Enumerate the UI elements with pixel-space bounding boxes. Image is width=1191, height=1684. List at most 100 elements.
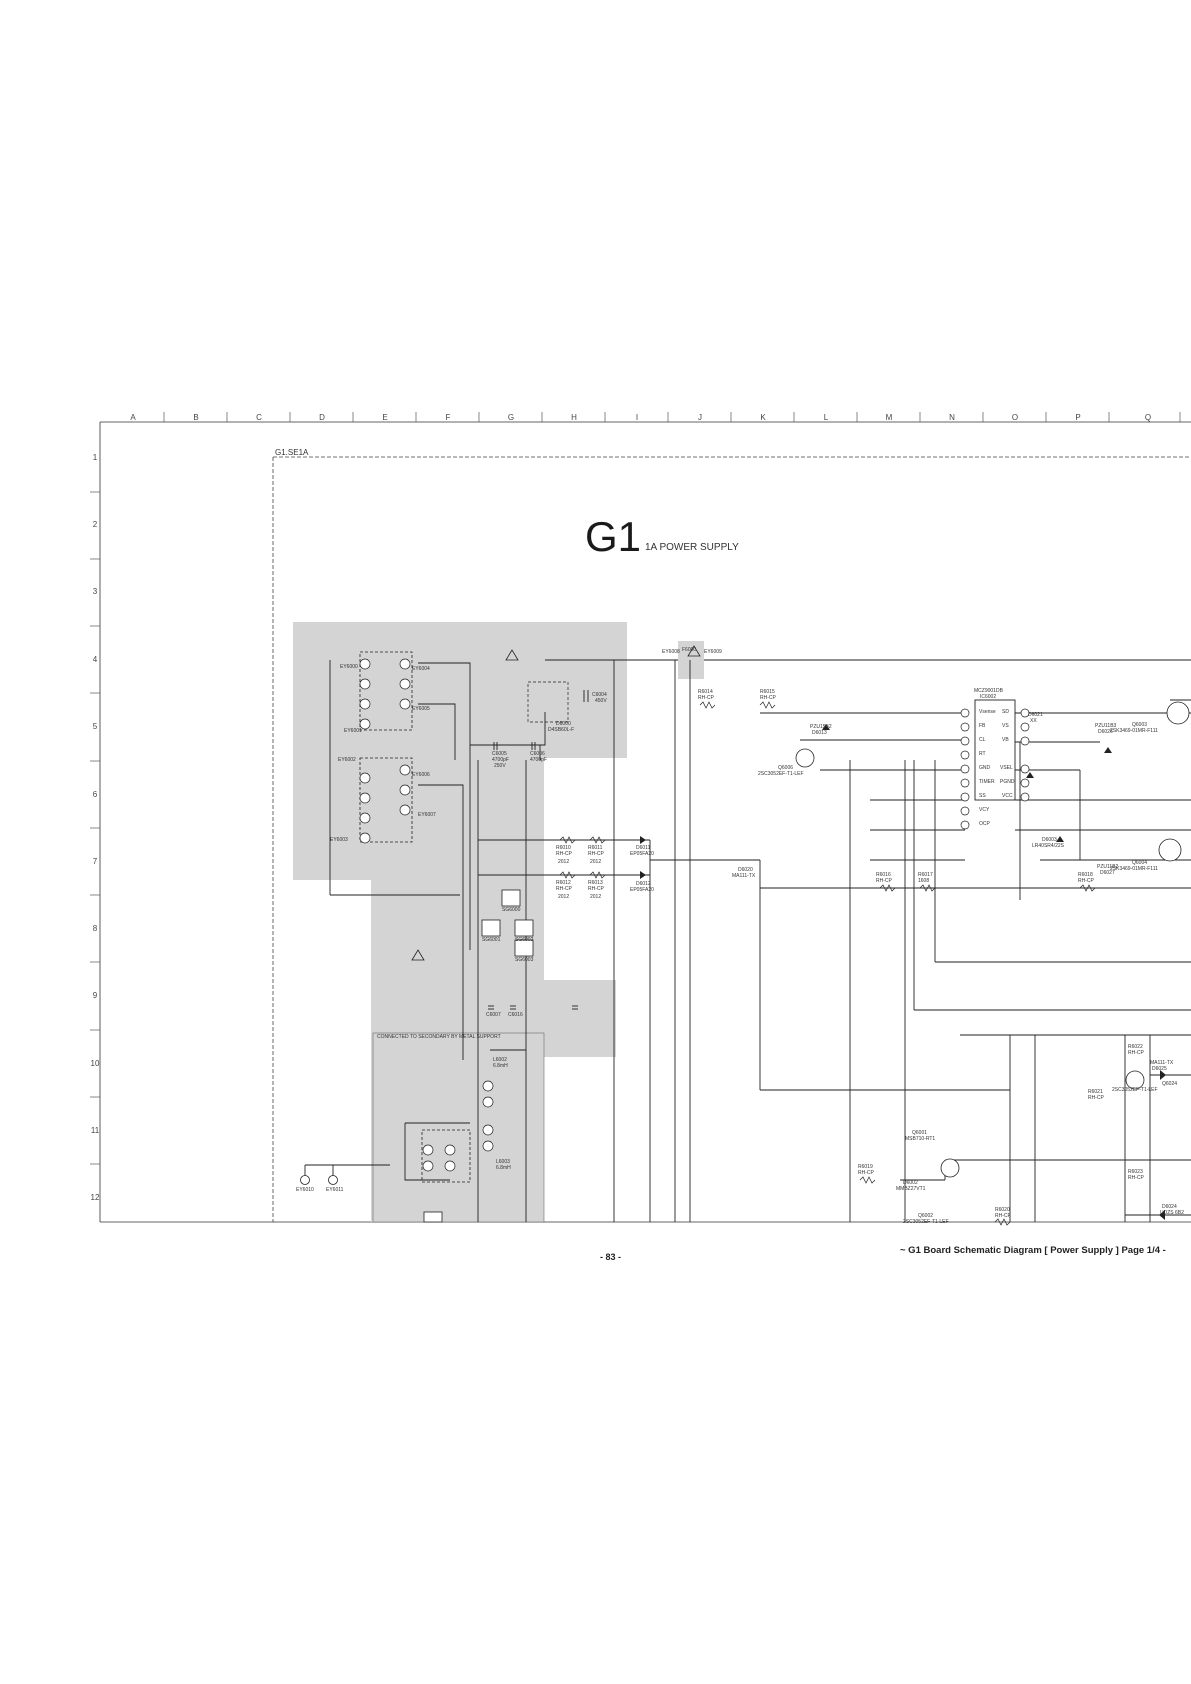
transformer-pins bbox=[359, 658, 494, 1172]
col-label: D bbox=[319, 413, 325, 422]
spark-gap-ref: SG6002 bbox=[515, 937, 534, 943]
capacitor-value: 4700pF bbox=[492, 757, 509, 763]
board-id: G1 bbox=[585, 513, 642, 560]
diode-symbols bbox=[640, 724, 1166, 1220]
resistor-ref: R6021 bbox=[1088, 1089, 1103, 1095]
coil-ref: L6003 bbox=[496, 1159, 510, 1165]
eyelet-ref: EY6006 bbox=[412, 772, 430, 778]
warning-triangle-icon bbox=[411, 645, 701, 961]
ic-pin-label: OCP bbox=[979, 821, 990, 827]
ic-pin-label: VCY bbox=[979, 807, 990, 813]
spark-gap-icon bbox=[423, 889, 534, 1223]
col-label: L bbox=[823, 413, 829, 422]
diode-ref: D6020 bbox=[738, 867, 753, 873]
row-label: 7 bbox=[92, 857, 98, 866]
row-label: 8 bbox=[92, 924, 98, 933]
row-label: 3 bbox=[92, 587, 98, 596]
resistor-ref: R6017 bbox=[918, 872, 933, 878]
col-label: M bbox=[885, 413, 893, 422]
diode-ref: D6012 bbox=[636, 881, 651, 887]
transistor-ref: Q6006 bbox=[778, 765, 794, 771]
diode-part: UDZS 6B2 bbox=[1160, 1210, 1184, 1216]
eyelet-ref: EY6010 bbox=[296, 1187, 314, 1193]
resistor-type: RH-CP bbox=[556, 851, 572, 857]
transistor-symbols bbox=[795, 701, 1190, 1178]
ic-main-body bbox=[974, 699, 1016, 801]
capacitor-value: 450V bbox=[595, 698, 607, 704]
ic-pin-label: SD bbox=[1002, 709, 1009, 715]
ic-pin-label: VCC bbox=[1002, 793, 1013, 799]
ic-pins bbox=[960, 708, 1030, 830]
bridge-rectifier-box bbox=[527, 681, 569, 723]
resistor-ref: R6020 bbox=[995, 1207, 1010, 1213]
column-ticks bbox=[163, 412, 1181, 422]
capacitor-ref: C6006 bbox=[530, 751, 545, 757]
row-label: 2 bbox=[92, 520, 98, 529]
ic-pin-label: GND bbox=[979, 765, 991, 771]
fuse-ref: F6000 bbox=[682, 647, 697, 653]
eyelet-ref: EY6003 bbox=[330, 837, 348, 843]
resistor-ref: R6019 bbox=[858, 1164, 873, 1170]
col-label: G bbox=[507, 413, 515, 422]
board-subtitle: 1A POWER SUPPLY bbox=[645, 542, 739, 553]
ic-pin-label: RT bbox=[979, 751, 986, 757]
col-label: F bbox=[445, 413, 451, 422]
ic-pin-label: VSEL bbox=[1000, 765, 1013, 771]
coil-ref: L6002 bbox=[493, 1057, 507, 1063]
resistor-type: RH-CP bbox=[698, 695, 714, 701]
resistor-ref: R6014 bbox=[698, 689, 713, 695]
board-outline bbox=[272, 456, 1191, 1222]
col-label: P bbox=[1075, 413, 1081, 422]
ic-pin-label: Vsense bbox=[979, 709, 996, 715]
diode-ref: D6003 bbox=[1042, 837, 1057, 843]
bridge-ref: D6000 bbox=[556, 721, 571, 727]
col-label: C bbox=[256, 413, 262, 422]
row-label: 9 bbox=[92, 991, 98, 1000]
resistor-type: RH-CP bbox=[588, 851, 604, 857]
transistor-ref: Q6004 bbox=[1132, 860, 1148, 866]
diode-ref: D6025 bbox=[1152, 1066, 1167, 1072]
row-label: 5 bbox=[92, 722, 98, 731]
col-label: K bbox=[760, 413, 766, 422]
col-label: B bbox=[193, 413, 199, 422]
diode-part: MMBZ27VT1 bbox=[896, 1186, 926, 1192]
resistor-type: RH-CP bbox=[556, 886, 572, 892]
eyelet-ref: EY6004 bbox=[412, 666, 430, 672]
diode-ref: D6002 bbox=[903, 1180, 918, 1186]
resistor-size: 2012 bbox=[590, 894, 602, 900]
transistor-ref: Q6003 bbox=[1132, 722, 1148, 728]
diode-part: PZU15B2 bbox=[810, 724, 832, 730]
diode-ref: D6011 bbox=[636, 845, 651, 851]
resistor-type: RH-CP bbox=[1078, 878, 1094, 884]
resistor-ref: R6016 bbox=[876, 872, 891, 878]
bridge-part: D4SB60L-F bbox=[548, 727, 575, 733]
col-label: J bbox=[698, 413, 702, 422]
capacitor-ref: C6004 bbox=[592, 692, 607, 698]
diode-part: MA111-TX bbox=[1150, 1060, 1174, 1066]
eyelet-ref: EY6011 bbox=[326, 1187, 344, 1193]
resistor-type: RH-CP bbox=[1128, 1175, 1144, 1181]
ic-ref: IC6002 bbox=[980, 694, 997, 700]
diode-part: PZU11B2 bbox=[1097, 864, 1119, 870]
col-label: A bbox=[130, 413, 136, 422]
resistor-size: 2012 bbox=[590, 859, 602, 865]
diode-part: LR40SR4/22S bbox=[1032, 843, 1064, 849]
capacitor-ref: C6007 bbox=[486, 1012, 501, 1018]
resistor-ref: R6015 bbox=[760, 689, 775, 695]
resistor-type: RH-CP bbox=[760, 695, 776, 701]
col-label: E bbox=[382, 413, 388, 422]
col-label: N bbox=[949, 413, 955, 422]
diode-value: XX bbox=[1030, 718, 1037, 724]
ic-pin-label: VB bbox=[1002, 737, 1009, 743]
diode-ref: D6027 bbox=[1100, 870, 1115, 876]
resistor-symbols bbox=[559, 701, 1096, 1226]
resistor-size: 2012 bbox=[558, 859, 570, 865]
coil-value: 6.8mH bbox=[493, 1063, 508, 1069]
transformer-t1 bbox=[359, 651, 471, 1183]
transistor-part: 2SK3469-01MR-F111 bbox=[1110, 728, 1158, 734]
diode-part: MA111-TX bbox=[732, 873, 756, 879]
sheet-frame bbox=[99, 421, 1191, 1223]
transistor-part: 2SC3052EF-T1-LEF bbox=[758, 771, 804, 777]
transistor-ref: Q6002 bbox=[918, 1213, 934, 1219]
